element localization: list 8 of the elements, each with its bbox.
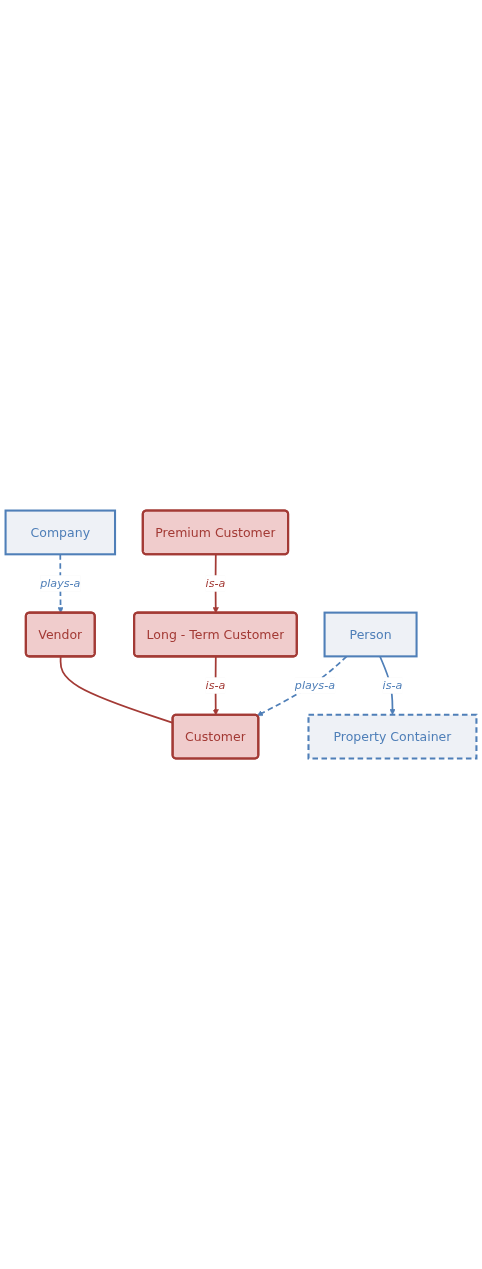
edge-label: is-a [205,576,226,590]
edge-label: is-a [205,678,226,692]
edge-label: plays-a [40,576,81,590]
edge-label: is-a [382,678,403,692]
node-box: Company [4,509,117,556]
edge-label: plays-a [294,678,335,692]
node-box: Property Container [307,713,478,760]
node-box: Person [323,611,418,658]
